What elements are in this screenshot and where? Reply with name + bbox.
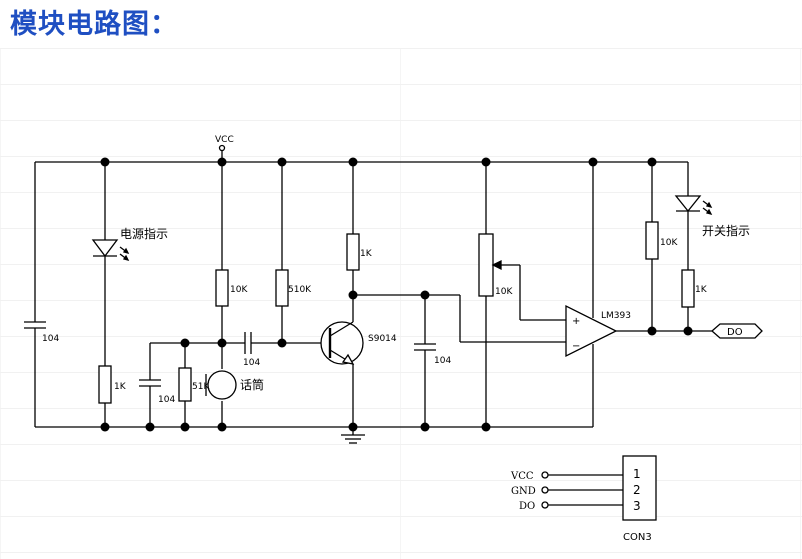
r-510k-label: 510K: [288, 285, 312, 295]
connector-con3: [541, 455, 657, 521]
mic-label: 话筒: [240, 377, 264, 392]
page-title: 模块电路图：: [10, 9, 178, 40]
resistor-510k: [275, 162, 289, 343]
bottom-rail: [35, 426, 593, 444]
c2-label: 104: [158, 395, 175, 405]
comparator-label: LM393: [601, 311, 631, 321]
do-output-label: DO: [727, 327, 743, 338]
connector-pin-number: 1: [633, 467, 641, 481]
c3-label: 104: [243, 358, 260, 368]
r-led-power-label: 1K: [114, 382, 127, 392]
connector-pin-number: 2: [633, 483, 641, 497]
c4-label: 104: [434, 356, 451, 366]
output-branch: [645, 162, 713, 331]
r-10k-label: 10K: [230, 285, 248, 295]
connector-pin-name: VCC: [510, 471, 534, 482]
r-51k-label: 51K: [192, 382, 210, 392]
comparator-lm393: [565, 162, 763, 427]
potentiometer: [478, 162, 566, 427]
background-grid: [0, 48, 802, 559]
plus-label: +: [572, 316, 580, 327]
minus-label: −: [572, 341, 580, 352]
top-rail: [34, 161, 688, 427]
r-1k-label: 1K: [360, 249, 373, 259]
connector-pin-name: GND: [511, 486, 536, 497]
connector-pin-number: 3: [633, 499, 641, 513]
connector-label: CON3: [623, 532, 652, 543]
pot-label: 10K: [495, 287, 513, 297]
c1-label: 104: [42, 334, 59, 344]
switch-led-label: 开关指示: [702, 223, 750, 238]
vcc-label: VCC: [215, 135, 234, 145]
r-1k-right-label: 1K: [695, 285, 708, 295]
transistor-label: S9014: [368, 334, 397, 344]
capacitor-c1: [24, 321, 46, 329]
connector-pin-name: DO: [519, 501, 535, 512]
transistor-stage: [320, 162, 566, 427]
power-led-branch: [91, 162, 130, 427]
junction-dots: [100, 157, 693, 432]
r-10k-right-label: 10K: [660, 238, 678, 248]
power-led-label: 电源指示: [120, 226, 168, 241]
